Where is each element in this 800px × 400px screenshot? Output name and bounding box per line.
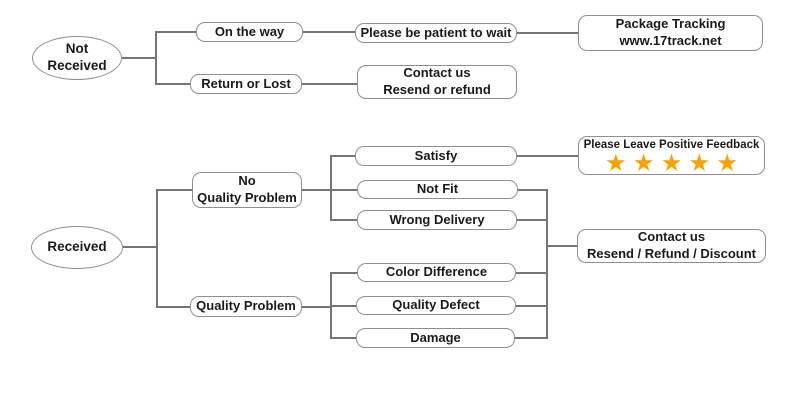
node-label: Return or Lost — [201, 75, 291, 91]
node-label: Damage — [410, 329, 461, 345]
node-not-received: Not Received — [32, 36, 122, 80]
node-be-patient: Please be patient to wait — [355, 23, 517, 43]
node-quality-defect: Quality Defect — [356, 296, 516, 315]
node-label: Not — [65, 41, 89, 57]
connector-line — [330, 155, 332, 221]
node-label: Received — [47, 239, 107, 255]
node-damage: Damage — [356, 328, 515, 348]
connector-line — [123, 246, 156, 248]
connector-line — [156, 306, 190, 308]
node-label: Quality Defect — [392, 297, 480, 313]
node-label: Received — [47, 58, 107, 73]
connector-line — [546, 189, 548, 339]
node-wrong-delivery: Wrong Delivery — [357, 210, 517, 230]
node-label: Wrong Delivery — [389, 211, 485, 227]
node-label: Contact us — [403, 65, 471, 81]
node-positive-feedback: Please Leave Positive Feedback ★★★★★ — [578, 136, 765, 175]
connector-line — [330, 337, 356, 339]
node-satisfy: Satisfy — [355, 146, 517, 166]
connector-line — [330, 189, 357, 191]
connector-line — [516, 305, 548, 307]
node-on-the-way: On the way — [196, 22, 303, 42]
node-return-or-lost: Return or Lost — [190, 74, 302, 94]
node-contact-resend-refund: Contact us Resend or refund — [357, 65, 517, 99]
connector-line — [517, 155, 578, 157]
connector-line — [546, 245, 577, 247]
connector-line — [517, 32, 578, 34]
connector-line — [330, 219, 357, 221]
node-label: Package Tracking — [615, 16, 726, 32]
node-label: Please Leave Positive Feedback — [583, 138, 760, 151]
connector-line — [156, 189, 158, 308]
node-label: Contact us — [637, 229, 706, 245]
node-received: Received — [31, 226, 123, 269]
connector-line — [517, 219, 548, 221]
node-label: Not Fit — [416, 181, 459, 197]
node-label: Color Difference — [385, 264, 488, 280]
connector-line — [302, 83, 357, 85]
connector-line — [330, 305, 356, 307]
node-label: Please be patient to wait — [360, 24, 512, 40]
node-no-quality-problem: No Quality Problem — [192, 172, 302, 208]
node-label: Resend or refund — [383, 82, 491, 97]
five-star-rating-icon: ★★★★★ — [606, 152, 746, 176]
node-not-fit: Not Fit — [357, 180, 518, 199]
node-quality-problem: Quality Problem — [190, 296, 302, 317]
node-label: No — [238, 173, 256, 189]
node-label: Quality Problem — [196, 298, 296, 314]
tracking-url: www.17track.net — [619, 33, 722, 48]
node-package-tracking: Package Tracking www.17track.net — [578, 15, 763, 51]
connector-line — [330, 272, 357, 274]
connector-line — [122, 57, 155, 59]
connector-line — [156, 189, 192, 191]
connector-line — [303, 31, 355, 33]
node-label: Resend / Refund / Discount — [586, 246, 756, 261]
connector-line — [302, 306, 330, 308]
connector-line — [330, 155, 355, 157]
node-label: Quality Problem — [197, 190, 297, 205]
connector-line — [516, 272, 548, 274]
node-color-difference: Color Difference — [357, 263, 516, 282]
connector-line — [518, 189, 548, 191]
node-label: Satisfy — [414, 147, 458, 163]
node-contact-resend-refund-discount: Contact us Resend / Refund / Discount — [577, 229, 766, 263]
connector-line — [155, 31, 157, 85]
connector-line — [155, 83, 190, 85]
node-label: On the way — [214, 23, 285, 39]
connector-line — [302, 189, 330, 191]
connector-line — [155, 31, 196, 33]
connector-line — [515, 337, 548, 339]
